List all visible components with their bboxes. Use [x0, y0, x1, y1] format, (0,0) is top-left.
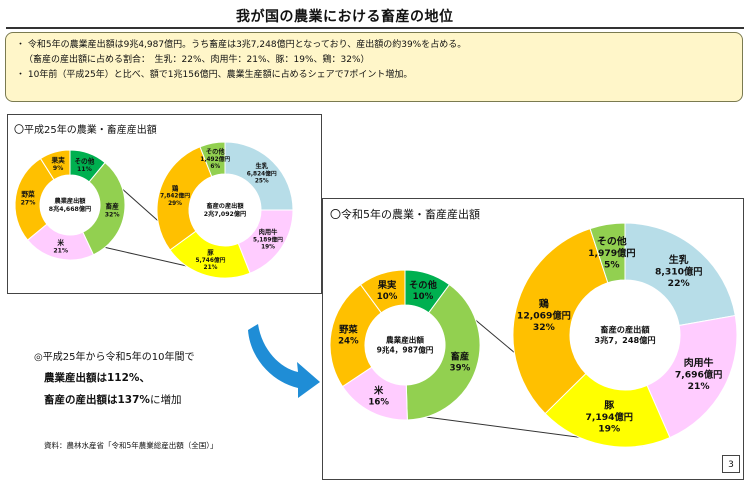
transition-arrow — [248, 324, 320, 398]
change-livestock-bold: 畜産の産出額は137% — [44, 394, 150, 406]
summary-line-3: ・ 10年前（平成25年）と比べ、額で1兆156億円、農業生産額に占めるシェアで… — [16, 70, 413, 80]
change-line-livestock: 畜産の産出額は137%に増加 — [44, 392, 181, 407]
r5-panel-title: 〇令和5年の農業・畜産産出額 — [330, 208, 480, 221]
r5-panel — [322, 198, 744, 480]
change-line-agri: 農業産出額は112%、 — [44, 372, 150, 384]
title-bar: 我が国の農業における畜産の地位 — [0, 6, 750, 29]
h25-panel-title: 〇平成25年の農業・畜産産出額 — [14, 125, 157, 136]
change-heading: ◎平成25年から令和5年の10年間で — [34, 352, 195, 363]
summary-box: ・ 令和5年の農業産出額は9兆4,987億円。うち畜産は3兆7,248億円となっ… — [5, 32, 743, 102]
page-number: 3 — [722, 455, 740, 473]
summary-line-2: （畜産の産出額に占める割合： 生乳：22%、肉用牛：21%、豚：19%、鶏：32… — [24, 55, 370, 65]
title-underline — [6, 27, 744, 29]
source-note: 資料：農林水産省「令和5年農業総産出額（全国）」 — [44, 441, 218, 450]
change-livestock-rest: に増加 — [149, 394, 182, 406]
summary-line-1: ・ 令和5年の農業産出額は9兆4,987億円。うち畜産は3兆7,248億円となっ… — [16, 40, 467, 50]
h25-panel — [7, 114, 322, 294]
page-title: 我が国の農業における畜産の地位 — [236, 9, 454, 25]
